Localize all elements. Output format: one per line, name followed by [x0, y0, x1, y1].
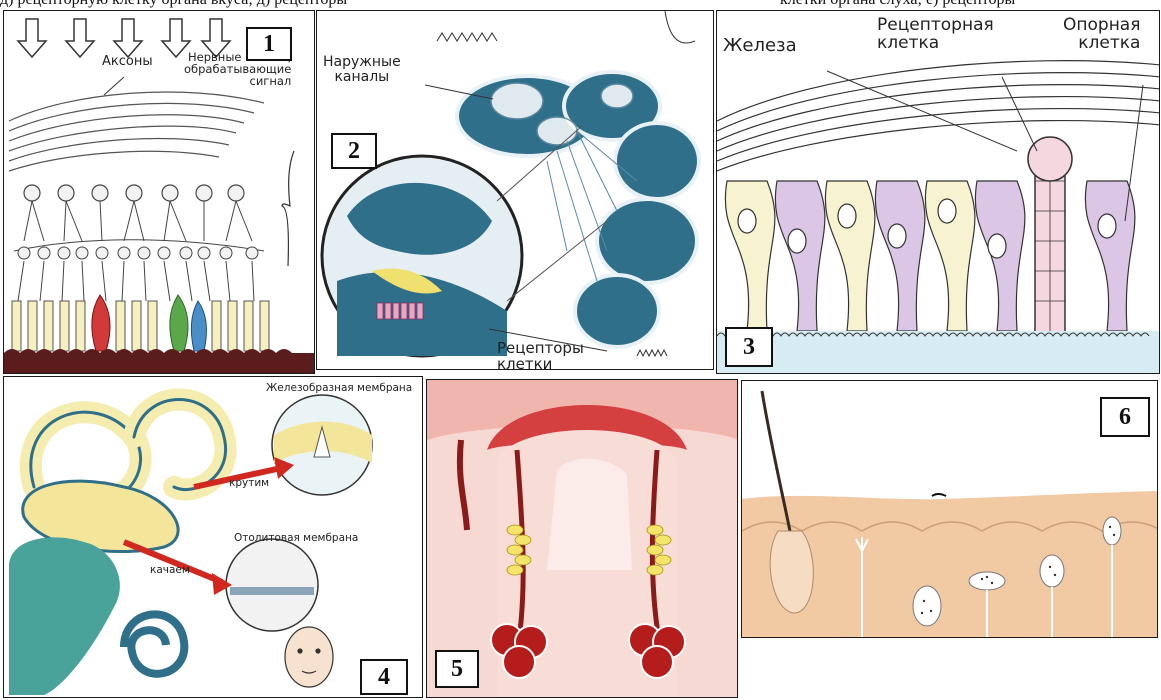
green-cone: [170, 295, 188, 351]
sound-wave-top: [437, 33, 497, 41]
label-gel-membrane: Железобразная мембрана: [266, 383, 412, 394]
label-rotate: крутим: [229, 478, 269, 489]
panel-number-3: 3: [725, 327, 773, 367]
bracket: [282, 151, 294, 266]
panel-2-cochlea-diagram: Наружные каналы Рецепторы клетки 2: [316, 10, 714, 370]
skin-mark: [932, 494, 946, 496]
panel-3-olfactory-diagram: Железа Рецепторная клетка Опорная клетка…: [716, 10, 1160, 374]
red-cone: [92, 295, 110, 351]
epithelial-cells: [725, 181, 1134, 331]
nerve-edge: [460, 440, 467, 530]
panel-5-taste-bud-diagram: 5: [426, 379, 738, 698]
panel-3-illustration: [717, 11, 1160, 374]
gland-head: [1028, 137, 1072, 181]
cochlea-spiral: [124, 614, 184, 673]
panel-6-illustration: [742, 381, 1158, 638]
label-swing: качаем: [150, 565, 190, 576]
papilla-center: [547, 459, 632, 570]
face-sketch: [285, 627, 333, 687]
panel-4-vestibular-diagram: Железобразная мембрана крутим Отолитовая…: [3, 376, 423, 698]
label-outer-channels: Наружные каналы: [323, 55, 401, 84]
wave-corner: [665, 11, 695, 43]
panel-6-skin-receptors-diagram: 6: [741, 380, 1158, 638]
olfactory-fibres: [717, 61, 1160, 171]
label-gland: Железа: [723, 37, 797, 56]
ganglion-cells: [24, 185, 244, 201]
cochlea-base: [9, 537, 120, 695]
header-fragment: д) рецепторную клетку органа вкуса; д) р…: [0, 0, 1161, 10]
panel-number-4: 4: [360, 659, 408, 695]
bipolar-cells: [18, 247, 258, 259]
sound-wave-bottom: [637, 350, 667, 356]
panel-number-5: 5: [435, 650, 479, 688]
otolith-layer: [230, 587, 314, 595]
panel-number-2: 2: [331, 133, 377, 169]
mucus-layer: [717, 331, 1160, 374]
axon-lines: [9, 92, 264, 171]
label-receptors: Рецепторы клетки: [497, 341, 584, 370]
otolith-zoom: [226, 539, 318, 631]
header-text-left: д) рецепторную клетку органа вкуса; д) р…: [0, 0, 347, 9]
header-text-right: клетки органа слуха; е) рецепторы: [780, 0, 1015, 9]
label-otolith-membrane: Отолитовая мембрана: [234, 533, 358, 544]
panel-number-1: 1: [246, 27, 292, 61]
rods: [12, 301, 269, 351]
panel-1-photoreceptor-diagram: Аксоны Нервные клетки, обрабатывающие си…: [3, 10, 315, 374]
label-support-cell: Опорная клетка: [1063, 17, 1140, 53]
pigment-layer: [4, 353, 315, 374]
panel-4-illustration: [4, 377, 423, 698]
semicircular-canals: [31, 400, 226, 496]
panel-number-6: 6: [1100, 397, 1150, 437]
label-axons: Аксоны: [102, 55, 153, 69]
receptor-pointer: [1002, 77, 1037, 151]
support-pointer: [1125, 85, 1143, 221]
label-receptor-cell: Рецепторная клетка: [877, 17, 994, 53]
blue-cone: [191, 301, 206, 351]
axon-pointer: [104, 77, 124, 95]
